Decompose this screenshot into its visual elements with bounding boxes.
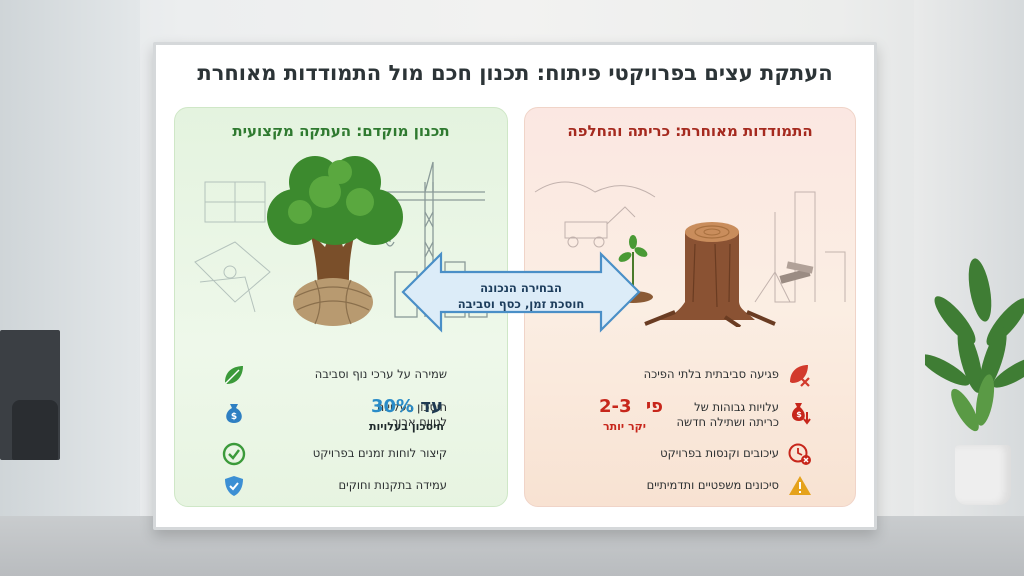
savings-percent: 30% עד [371,396,443,417]
warning-icon [789,476,811,495]
office-chair [12,400,58,460]
svg-text:$: $ [796,410,802,419]
item-delays-fines: עיכובים וקנסות בפרויקט [660,446,779,460]
leaf-icon [225,366,243,384]
tree-transplant-illustration [194,156,488,326]
svg-text:$: $ [231,412,237,422]
cost-multiplier: 2-3 פי [599,396,663,417]
item-cost-savings: חיסכון בעלויות לטווח ארוך [376,400,447,429]
office-window-left [0,0,140,576]
late-handling-panel: התמודדות מאוחרת: כריתה והחלפה [524,107,856,507]
item-high-costs: עלויות גבוהות של כריתה ושתילה חדשה [676,400,779,429]
money-bag-icon: $ [226,404,242,423]
center-message: הבחירה הנכונה חוסכת זמן, כסף וסביבה [457,281,585,311]
item-legal-risks: סיכונים משפטיים ותדמיתיים [646,478,779,492]
item-environmental-damage: פגיעה סביבתית בלתי הפיכה [643,367,779,381]
double-arrow-icon [401,251,641,333]
savings-subtitle: חיסכון בעלויות [369,420,444,433]
early-planning-panel: תכנון מוקדם: העתקה מקצועית [174,107,508,507]
shield-check-icon [225,476,243,496]
early-planning-heading: תכנון מוקדם: העתקה מקצועית [232,122,450,140]
potted-plant-icon [925,258,1024,432]
clock-cancel-icon [788,443,811,465]
money-loss-icon: $ [791,403,811,425]
poster-title: העתקת עצים בפרויקטי פיתוח: תכנון חכם מול… [197,61,833,85]
tree-stump-illustration [534,181,846,327]
cost-multiplier-subtitle: יקר יותר [603,420,646,433]
plant-pot [955,445,1011,505]
late-handling-heading: התמודדות מאוחרת: כריתה והחלפה [567,122,813,140]
infographic-poster: העתקת עצים בפרויקטי פיתוח: תכנון חכם מול… [153,42,877,530]
check-circle-icon [222,442,246,466]
item-schedule: קיצור לוחות זמנים בפרויקט [312,446,447,460]
item-regulations: עמידה בתקנות וחוקים [338,478,448,492]
damaged-leaf-icon [790,365,810,387]
item-landscape-values: שמירה על ערכי נוף וסביבה [314,367,447,381]
